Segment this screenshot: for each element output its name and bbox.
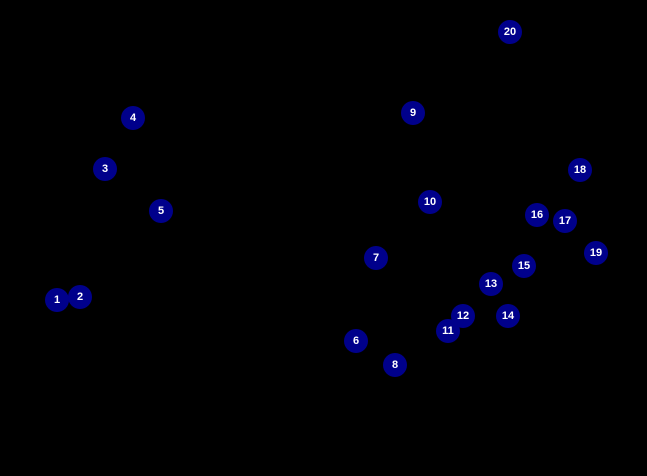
numbered-node-2[interactable]: 2	[68, 285, 92, 309]
numbered-node-7[interactable]: 7	[364, 246, 388, 270]
numbered-node-12[interactable]: 12	[451, 304, 475, 328]
numbered-node-15[interactable]: 15	[512, 254, 536, 278]
numbered-node-6[interactable]: 6	[344, 329, 368, 353]
numbered-node-1[interactable]: 1	[45, 288, 69, 312]
numbered-node-10[interactable]: 10	[418, 190, 442, 214]
numbered-node-14[interactable]: 14	[496, 304, 520, 328]
numbered-node-8[interactable]: 8	[383, 353, 407, 377]
numbered-node-17[interactable]: 17	[553, 209, 577, 233]
numbered-node-18[interactable]: 18	[568, 158, 592, 182]
numbered-node-19[interactable]: 19	[584, 241, 608, 265]
numbered-node-20[interactable]: 20	[498, 20, 522, 44]
numbered-node-9[interactable]: 9	[401, 101, 425, 125]
numbered-node-3[interactable]: 3	[93, 157, 117, 181]
numbered-node-4[interactable]: 4	[121, 106, 145, 130]
numbered-node-5[interactable]: 5	[149, 199, 173, 223]
numbered-node-13[interactable]: 13	[479, 272, 503, 296]
numbered-node-16[interactable]: 16	[525, 203, 549, 227]
